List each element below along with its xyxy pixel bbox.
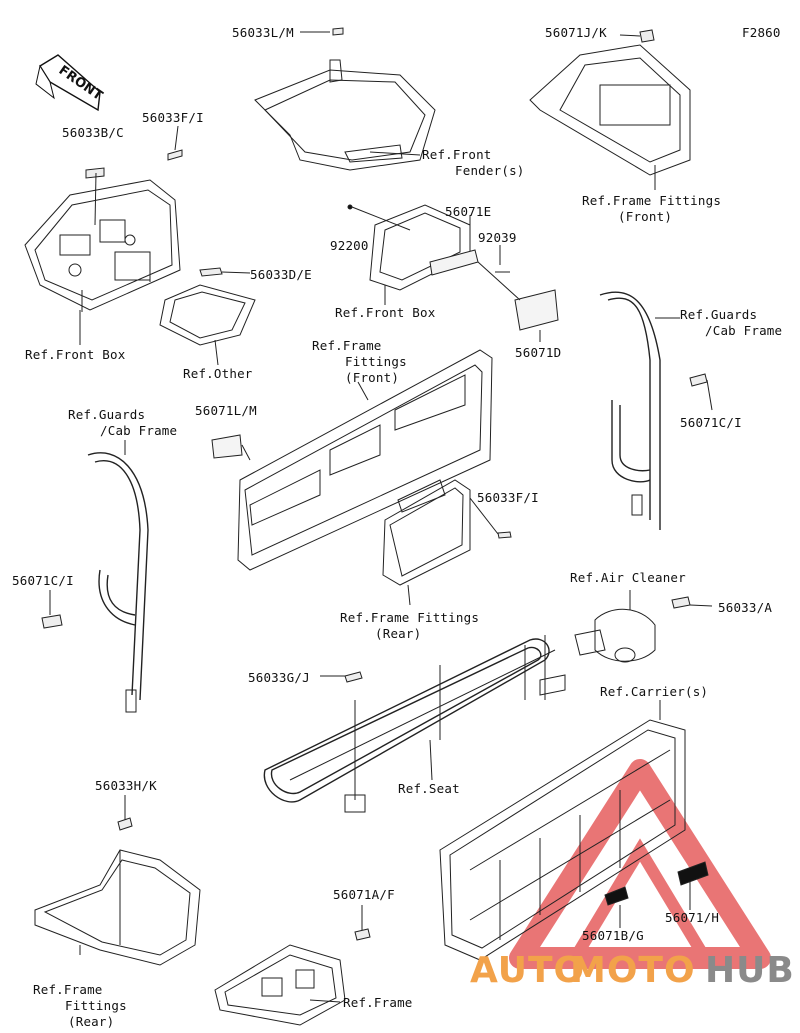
label-56071d: 56071D (515, 345, 562, 360)
label-56071lm: 56071L/M (195, 403, 257, 418)
label-56033de: 56033D/E (250, 267, 312, 282)
watermark-hub: HUB (705, 950, 795, 991)
label-ref-front-box-center: Ref.Front Box (335, 305, 436, 320)
label-ref-frame-fittings-rear-mid: Ref.Frame Fittings (340, 610, 480, 625)
label-ref-frame-fittings-front-mid-3: (Front) (345, 370, 400, 385)
watermark-auto: AUTO (470, 950, 586, 991)
label-ref-front-box-left: Ref.Front Box (25, 347, 126, 362)
label-ref-frame-fittings-front-top: Ref.Frame Fittings (582, 193, 722, 208)
watermark-text: AUTO MOTO HUB (470, 950, 795, 995)
front-box-panel-left (24, 149, 183, 312)
seat-frame (263, 635, 566, 813)
label-ref-frame: Ref.Frame (343, 995, 413, 1010)
label-ref-seat: Ref.Seat (398, 781, 460, 796)
label-92200: 92200 (330, 238, 369, 253)
figure-id: F2860 (742, 25, 781, 40)
label-56033lm: 56033L/M (232, 25, 294, 40)
label-56033fi-mid: 56033F/I (477, 490, 539, 505)
label-56071e: 56071E (445, 204, 492, 219)
label-ref-guards-left: Ref.Guards (68, 407, 146, 422)
label-ref-frame-fittings-front-mid: Ref.Frame (312, 338, 382, 353)
label-56071ci-left: 56071C/I (12, 573, 74, 588)
label-92039: 92039 (478, 230, 517, 245)
label-56071bg: 56071B/G (582, 928, 644, 943)
label-ref-front-fender: Ref.Front (422, 147, 492, 162)
label-ref-frame-fittings-rear-bottom-2: Fittings (65, 998, 127, 1013)
label-56071af: 56071A/F (333, 887, 395, 902)
cab-frame-left (41, 440, 149, 713)
label-ref-guards-right: Ref.Guards (680, 307, 758, 322)
frame-fittings-rear-mid (382, 479, 512, 606)
label-56033bc: 56033B/C (62, 125, 124, 140)
label-ref-carriers: Ref.Carrier(s) (600, 684, 709, 699)
frame-fittings-front-mid (211, 349, 493, 571)
label-ref-frame-fittings-rear-bottom: Ref.Frame (33, 982, 103, 997)
label-ref-front-fender-2: Fender(s) (455, 163, 525, 178)
frame-fittings-front-top (529, 29, 691, 190)
label-ref-frame-fittings-rear-bottom-3: (Rear) (68, 1014, 115, 1029)
label-56071h: 56071/H (665, 910, 720, 925)
label-ref-frame-fittings-front-top-2: (Front) (618, 209, 673, 224)
label-ref-frame-fittings-front-mid-2: Fittings (345, 354, 407, 369)
label-ref-frame-fittings-rear-mid-2: (Rear) (375, 626, 422, 641)
label-ref-other: Ref.Other (183, 366, 253, 381)
frame-fittings-rear-bottom (34, 795, 201, 966)
label-56033a: 56033/A (718, 600, 773, 615)
label-ref-air-cleaner: Ref.Air Cleaner (570, 570, 686, 585)
label-ref-guards-right-2: /Cab Frame (705, 323, 783, 338)
label-56033gj: 56033G/J (248, 670, 310, 685)
label-56033hk: 56033H/K (95, 778, 157, 793)
label-ref-guards-left-2: /Cab Frame (100, 423, 178, 438)
carrier (439, 700, 709, 961)
air-cleaner (574, 590, 713, 663)
ref-other-plate (159, 267, 256, 366)
label-56071ci-right: 56071C/I (680, 415, 742, 430)
front-arrow-icon: FRONT (35, 54, 105, 112)
front-fender (254, 27, 436, 171)
label-56033fi-top: 56033F/I (142, 110, 204, 125)
front-box-center (347, 204, 559, 342)
label-56071jk: 56071J/K (545, 25, 607, 40)
cab-frame-right (599, 291, 713, 530)
frame-bottom (214, 905, 371, 1026)
watermark-moto: MOTO (570, 950, 696, 991)
